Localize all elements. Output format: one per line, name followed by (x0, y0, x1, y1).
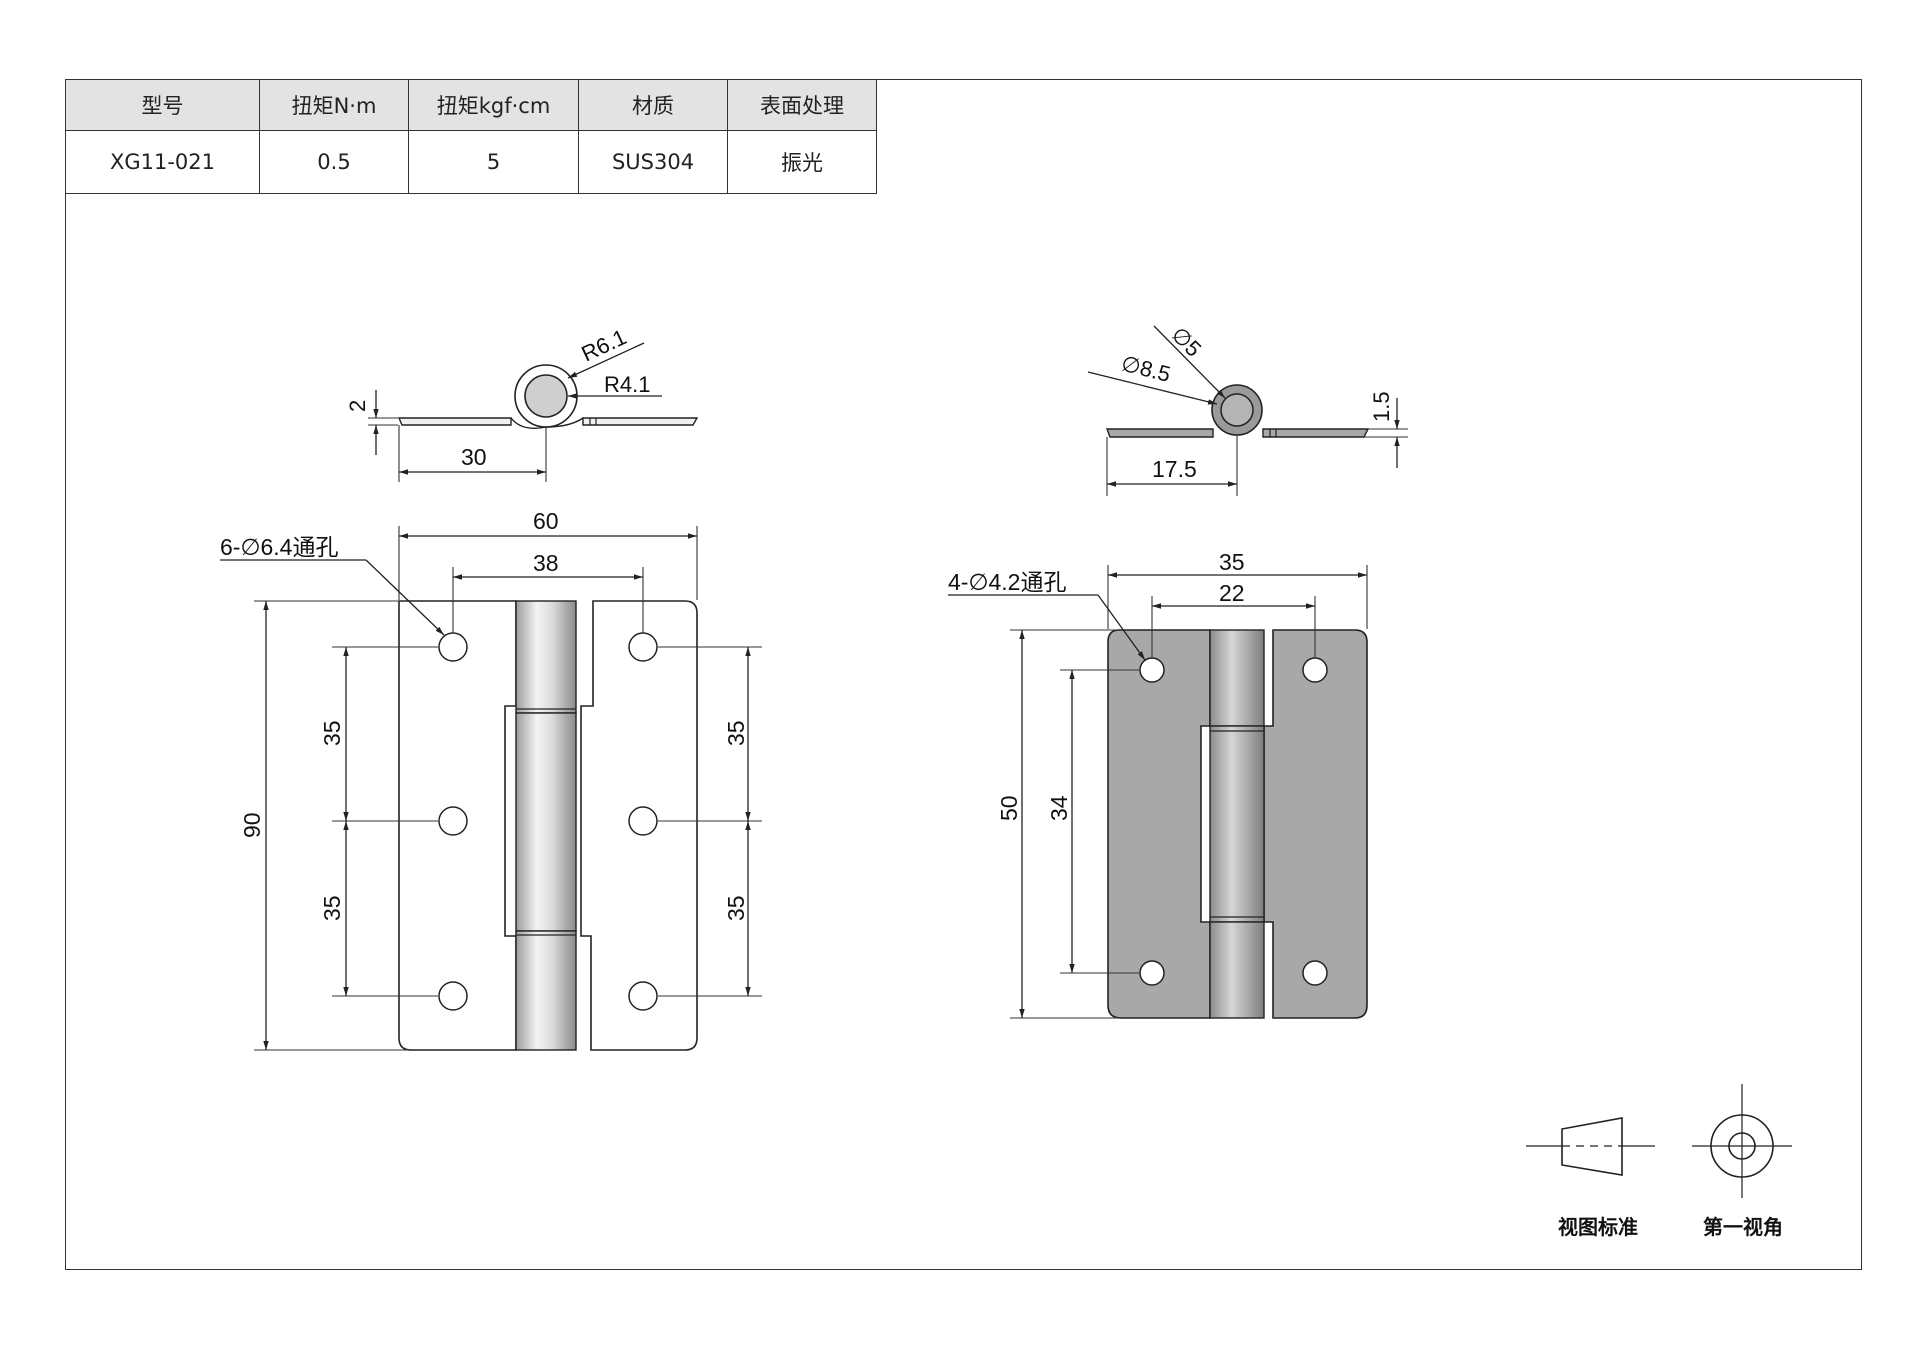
small-hinge-side-view: ∅5 ∅8.5 1.5 17.5 (1087, 322, 1408, 496)
dim-large-width: 60 (533, 508, 559, 534)
spec-table: 型号 扭矩N·m 扭矩kgf·cm 材质 表面处理 XG11-021 0.5 5… (65, 79, 877, 194)
dim-small-offset: 17.5 (1152, 456, 1197, 482)
dim-large-pitch-left-bottom: 35 (319, 895, 345, 921)
small-pin-bottom (1209, 921, 1265, 1019)
large-hinge-front-view: 60 38 90 35 35 35 35 6-∅6.4通孔 (220, 508, 762, 1051)
large-hinge-side-view: R6.1 R4.1 2 30 (345, 324, 699, 482)
dim-large-height: 90 (239, 812, 265, 838)
cell-model: XG11-021 (65, 130, 260, 194)
header-material: 材质 (578, 79, 728, 131)
large-hole-callout: 6-∅6.4通孔 (220, 534, 338, 560)
spec-table-header-row: 型号 扭矩N·m 扭矩kgf·cm 材质 表面处理 (65, 79, 877, 131)
header-surface: 表面处理 (727, 79, 877, 131)
small-right-leaf (1263, 629, 1368, 1019)
dim-large-hole-span: 38 (533, 550, 559, 576)
dim-large-pitch-right-bottom: 35 (723, 895, 749, 921)
header-torque-nm: 扭矩N·m (259, 79, 409, 131)
small-hinge-front-view: 35 22 50 34 4-∅4.2通孔 (948, 549, 1368, 1019)
concentric-circles-icon (1710, 1114, 1774, 1178)
large-pin-mid (515, 712, 577, 932)
dim-small-pitch: 34 (1046, 795, 1072, 821)
cell-material: SUS304 (578, 130, 728, 194)
dim-small-hole-span: 22 (1219, 580, 1245, 606)
projection-standard-label: 视图标准 (1558, 1215, 1638, 1239)
small-left-leaf (1107, 629, 1211, 1019)
dim-small-dia-inner: ∅5 (1166, 322, 1206, 362)
table-row: XG11-021 0.5 5 SUS304 振光 (65, 130, 877, 194)
dim-large-thickness: 2 (345, 400, 370, 412)
header-torque-kgfcm: 扭矩kgf·cm (408, 79, 579, 131)
large-pin-top (515, 600, 577, 714)
large-pin-bottom (515, 930, 577, 1051)
small-hole-callout: 4-∅4.2通孔 (948, 569, 1066, 595)
dim-small-thickness: 1.5 (1369, 391, 1394, 422)
projection-angle-label: 第一视角 (1703, 1215, 1783, 1239)
small-pin-top (1209, 629, 1265, 727)
dim-large-pitch-right-top: 35 (723, 720, 749, 746)
cell-surface: 振光 (727, 130, 877, 194)
dim-large-r-outer: R6.1 (578, 324, 631, 366)
cell-torque-nm: 0.5 (259, 130, 409, 194)
dim-large-r-inner: R4.1 (604, 372, 650, 397)
dim-small-width: 35 (1219, 549, 1245, 575)
projection-symbol: 视图标准 第一视角 (1526, 1084, 1792, 1239)
dim-large-offset: 30 (461, 444, 487, 470)
dim-small-height: 50 (996, 795, 1022, 821)
small-pin-mid (1209, 725, 1265, 923)
cell-torque-kgfcm: 5 (408, 130, 579, 194)
dim-large-pitch-left-top: 35 (319, 720, 345, 746)
drawing-frame (65, 79, 1862, 1270)
